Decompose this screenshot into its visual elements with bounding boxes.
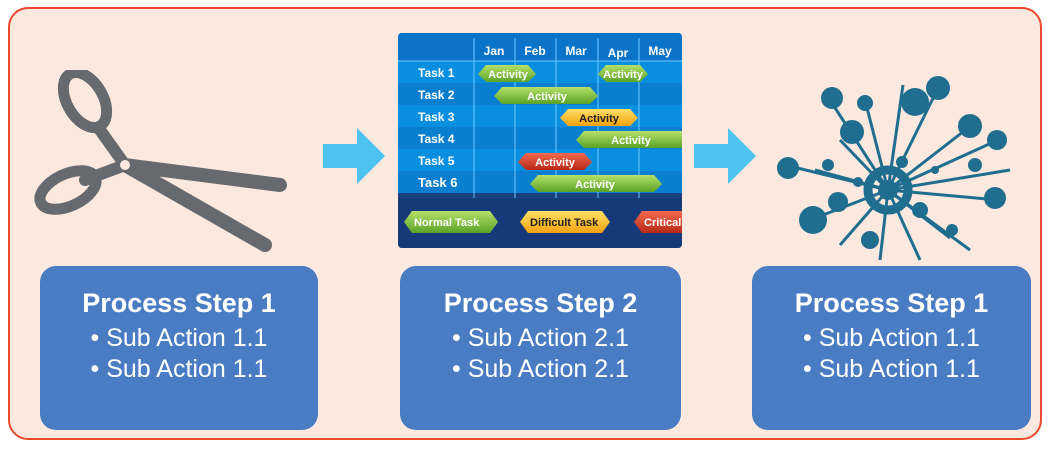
step-sub-action: • Sub Action 1.1 xyxy=(90,324,268,352)
gantt-task: Task 1 xyxy=(418,66,455,80)
scissors-icon xyxy=(34,70,287,252)
gantt-chart-image: Jan Feb Mar Apr May Task 1 Task 2 Task 3… xyxy=(398,33,682,248)
gantt-bar-label: Activity xyxy=(575,179,616,191)
right-arrow-icon xyxy=(323,128,385,184)
gantt-legend-critical: Critical xyxy=(644,217,681,229)
step-title: Process Step 1 xyxy=(82,288,276,318)
step-title: Process Step 1 xyxy=(794,288,989,318)
gantt-task: Task 2 xyxy=(418,88,455,102)
gantt-bar-label: Activity xyxy=(527,91,568,103)
gantt-month: May xyxy=(648,44,672,58)
gantt-month: Apr xyxy=(608,46,629,60)
gantt-bar-label: Activity xyxy=(535,157,576,169)
step-sub-action: • Sub Action 2.1 xyxy=(452,324,629,352)
gantt-task: Task 5 xyxy=(418,154,455,168)
gantt-task: Task 6 xyxy=(418,175,458,190)
gantt-bar-label: Activity xyxy=(488,69,529,81)
network-burst-icon xyxy=(777,76,1011,261)
gantt-bar-label: Activity xyxy=(603,69,644,81)
step-sub-action: • Sub Action 1.1 xyxy=(90,355,268,383)
gantt-bar-label: Activity xyxy=(579,113,620,125)
gantt-legend-difficult: Difficult Task xyxy=(530,217,599,229)
step-sub-action: • Sub Action 1.1 xyxy=(803,324,980,352)
right-arrow-icon xyxy=(694,128,756,184)
process-step-box-2: Process Step 2 • Sub Action 2.1 • Sub Ac… xyxy=(400,266,681,430)
gantt-legend-normal: Normal Task xyxy=(414,217,480,229)
gantt-bar-label: Activity xyxy=(611,135,652,147)
process-step-box-3: Process Step 1 • Sub Action 1.1 • Sub Ac… xyxy=(752,266,1031,430)
step-sub-action: • Sub Action 2.1 xyxy=(452,355,629,383)
gantt-month: Feb xyxy=(524,44,545,58)
gantt-month: Mar xyxy=(565,44,587,58)
gantt-task: Task 3 xyxy=(418,110,455,124)
gantt-month: Jan xyxy=(484,44,505,58)
step-title: Process Step 2 xyxy=(443,288,638,318)
process-step-box-1: Process Step 1 • Sub Action 1.1 • Sub Ac… xyxy=(40,266,318,430)
step-sub-action: • Sub Action 1.1 xyxy=(803,355,980,383)
gantt-task: Task 4 xyxy=(418,132,455,146)
